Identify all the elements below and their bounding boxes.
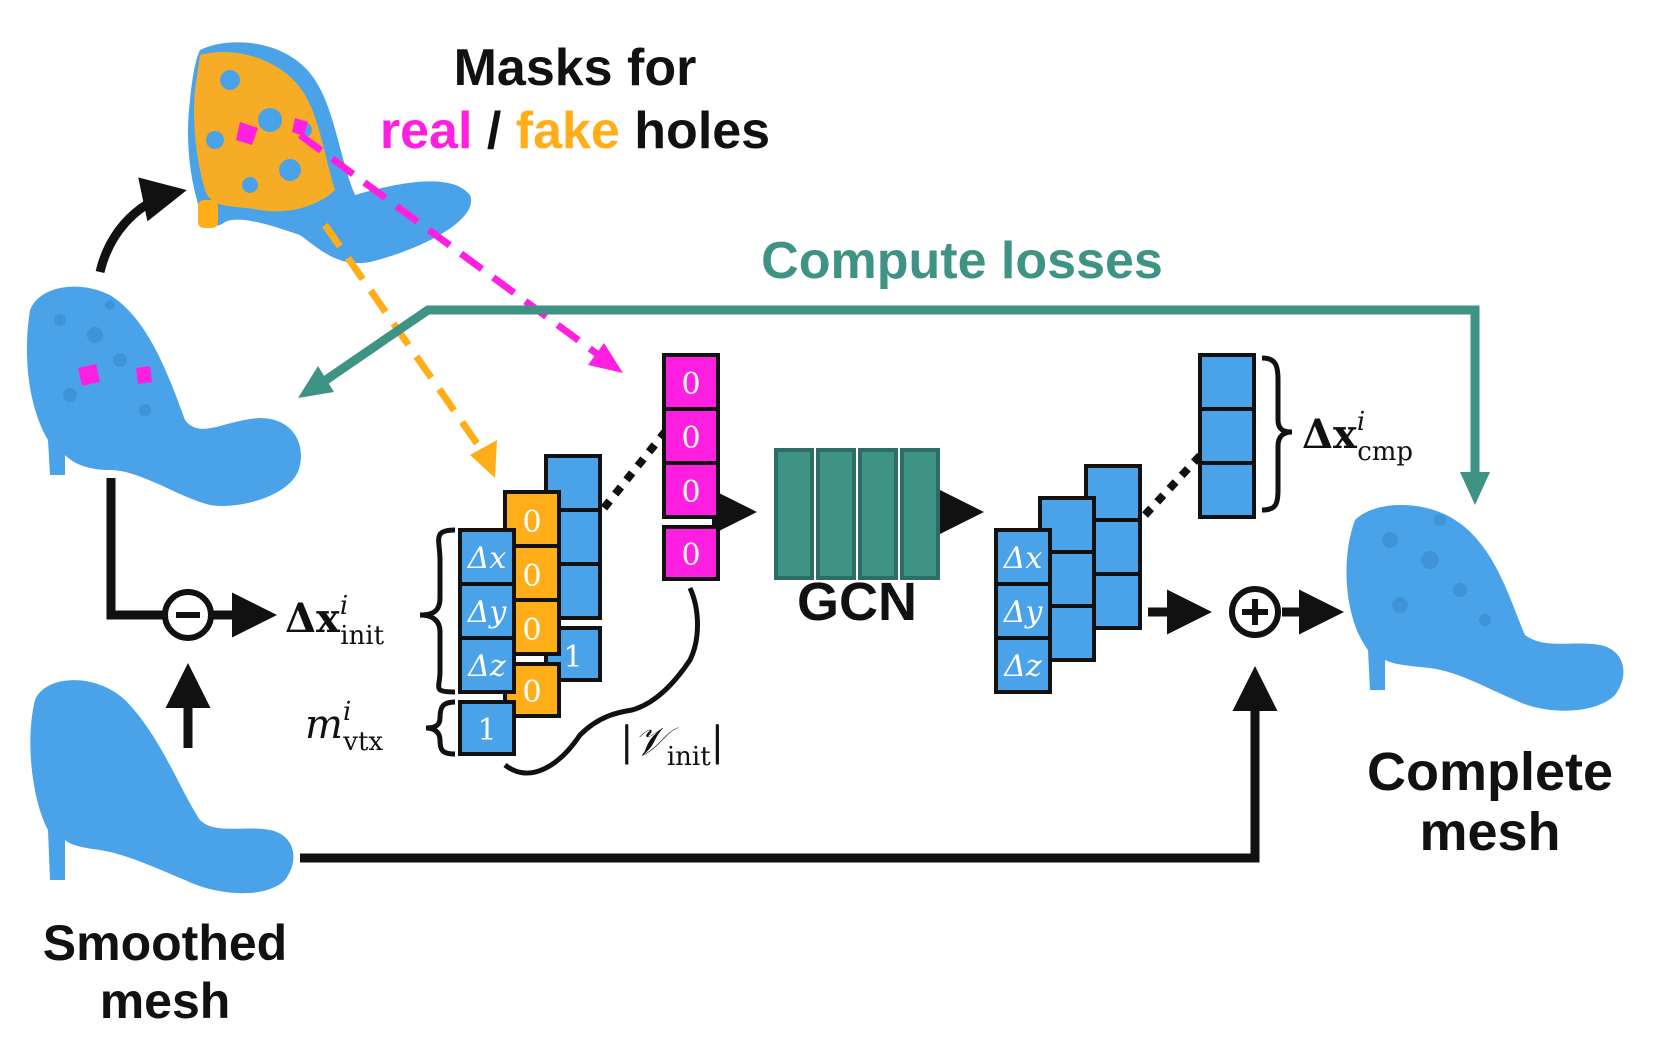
gcn-block	[774, 448, 940, 580]
to-masks-arrow	[95, 177, 187, 274]
smoothed-label-2: mesh	[100, 973, 231, 1029]
complete-label-2: mesh	[1419, 802, 1560, 862]
complete-mesh	[1346, 505, 1624, 711]
out-dy-cell: Δy	[1003, 595, 1044, 630]
magenta-zero-2: 0	[681, 421, 700, 456]
orange-zero-3: 0	[522, 613, 541, 648]
orange-zero-2: 0	[522, 559, 541, 594]
loss-loop-arrow	[320, 305, 1480, 490]
smoothed-mesh	[30, 680, 294, 894]
v-init-brace	[503, 586, 700, 776]
v-init-label: |𝒱init|	[620, 719, 724, 772]
orange-zero-1: 0	[522, 505, 541, 540]
masks-fake-label: fake	[516, 102, 620, 160]
out-dx-cell: Δx	[1003, 541, 1043, 576]
smoothed-label-1: Smoothed	[43, 915, 287, 971]
plus-operator	[1229, 586, 1281, 638]
magenta-zero-1: 0	[681, 367, 700, 402]
masks-title: Masks for	[454, 39, 697, 97]
fake-mask-arrow	[322, 223, 488, 457]
back-one-cell: 1	[563, 640, 582, 675]
out-dz-cell: Δz	[1003, 649, 1042, 684]
real-mask-arrow	[297, 132, 615, 368]
compute-losses-label: Compute losses	[761, 232, 1163, 290]
mask-one-cell: 1	[477, 713, 496, 748]
dx-init-brace	[419, 527, 456, 695]
dx-cmp-brace	[1261, 355, 1293, 513]
input-feature-stack: 1 0 0 0 0 Δx Δy Δz 1 0 0 0 0	[458, 353, 720, 756]
masks-sep: /	[472, 102, 515, 160]
masks-holes-label: holes	[620, 102, 770, 160]
dz-cell: Δz	[467, 649, 506, 684]
m-vtx-brace	[425, 699, 456, 757]
output-feature-stack: Δx Δy Δz	[994, 353, 1256, 694]
magenta-zero-4: 0	[681, 538, 700, 573]
magenta-zero-3: 0	[681, 475, 700, 510]
smoothed-diff-line	[106, 478, 165, 620]
orange-zero-4: 0	[522, 675, 541, 710]
gcn-label: GCN	[797, 572, 917, 632]
masks-real-label: real	[380, 102, 473, 160]
minus-operator	[162, 589, 214, 641]
dy-cell: Δy	[467, 595, 508, 630]
complete-label-1: Complete	[1367, 742, 1613, 802]
masks-subtitle: real / fake holes	[380, 102, 770, 160]
dx-cell: Δx	[467, 541, 507, 576]
smoothed-to-plus-arrow	[300, 666, 1278, 863]
input-mesh	[26, 286, 301, 506]
